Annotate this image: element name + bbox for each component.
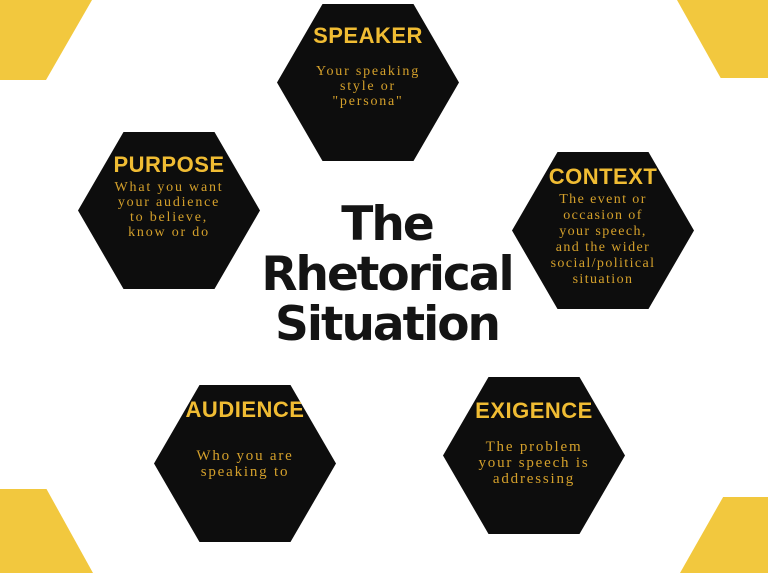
body-line: situation — [572, 272, 634, 287]
body-line: Your speaking — [315, 64, 421, 79]
body-line: addressing — [492, 471, 576, 487]
body-line: your speech is — [478, 455, 590, 471]
hexagon-exigence: EXIGENCE The problem your speech is addr… — [443, 377, 625, 534]
hexagon-context-title: CONTEXT — [548, 164, 658, 189]
body-line: to believe, — [129, 210, 209, 225]
hexagon-speaker-title: SPEAKER — [313, 23, 423, 48]
body-line: your speech, — [559, 224, 647, 239]
body-line: The event or — [559, 192, 647, 207]
hexagon-purpose-body: What you want your audience to believe, … — [115, 180, 224, 240]
body-line: know or do — [128, 225, 210, 240]
body-line: Who you are — [196, 448, 294, 464]
body-line: occasion of — [563, 208, 643, 223]
hexagon-purpose-title: PURPOSE — [113, 152, 225, 177]
body-line: The problem — [485, 439, 583, 455]
page-title: The Rhetorical Situation — [227, 200, 547, 350]
body-line: What you want — [114, 180, 224, 195]
body-line: and the wider — [555, 240, 651, 255]
hexagon-audience-body: Who you are speaking to — [196, 448, 293, 480]
page-title-line: The — [341, 197, 434, 252]
page-title-line: Rhetorical — [261, 247, 514, 302]
corner-decoration-bottom-right — [680, 497, 768, 573]
hexagon-context-body: The event or occasion of your speech, an… — [551, 192, 656, 288]
body-line: style or — [339, 79, 396, 94]
page-title-line: Situation — [275, 297, 501, 352]
hexagon-speaker: SPEAKER Your speaking style or "persona" — [277, 4, 459, 161]
body-line: speaking to — [200, 464, 290, 480]
body-line: "persona" — [332, 94, 404, 109]
hexagon-speaker-body: Your speaking style or "persona" — [316, 64, 420, 109]
body-line: social/political — [550, 256, 656, 271]
hexagon-exigence-body: The problem your speech is addressing — [478, 439, 589, 487]
hexagon-audience: AUDIENCE Who you are speaking to — [154, 385, 336, 542]
hexagon-audience-title: AUDIENCE — [185, 397, 305, 422]
body-line: your audience — [117, 195, 221, 210]
corner-decoration-top-left — [0, 0, 92, 80]
corner-decoration-bottom-left — [0, 489, 93, 573]
hexagon-exigence-title: EXIGENCE — [475, 398, 593, 423]
corner-decoration-top-right — [677, 0, 768, 78]
